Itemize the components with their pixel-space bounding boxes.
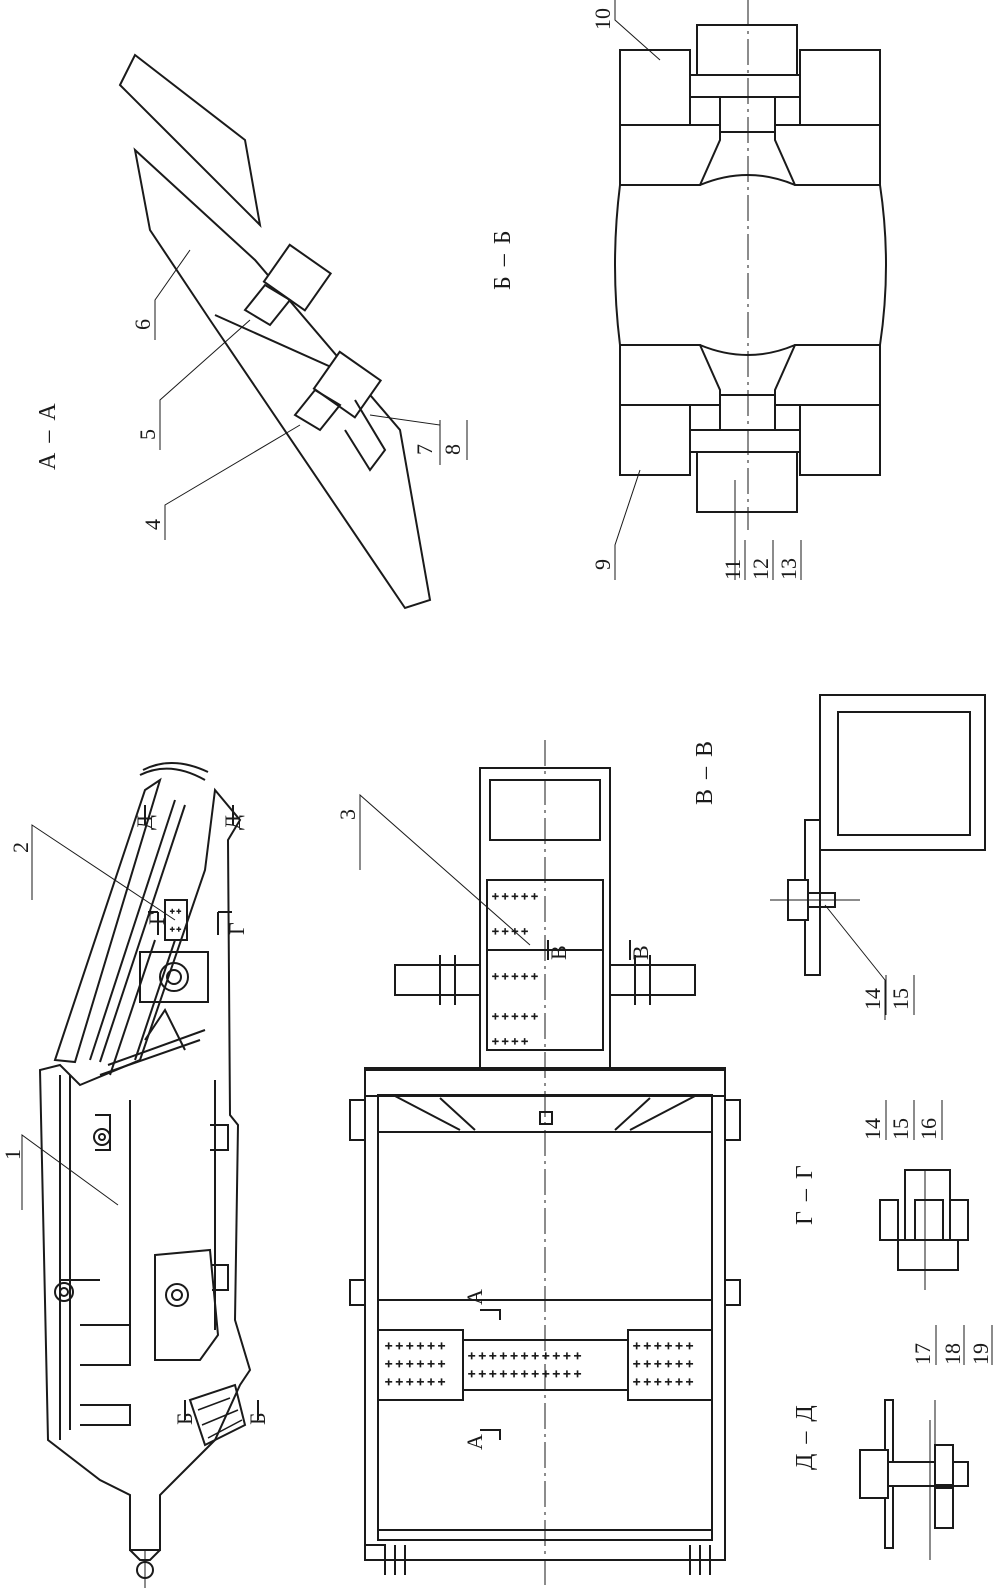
callout-13: 13 bbox=[776, 558, 801, 580]
svg-text:+ + + +: + + + + bbox=[492, 1034, 528, 1048]
svg-text:+ +: + + bbox=[170, 907, 182, 916]
callout-3-leader bbox=[359, 793, 531, 946]
svg-text:+ + + + + + + + + + +: + + + + + + + + + + + bbox=[468, 1348, 581, 1363]
callout-10: 10 bbox=[590, 8, 615, 30]
svg-text:+ + + + + +: + + + + + + bbox=[385, 1338, 445, 1353]
svg-text:+ + + +: + + + + bbox=[492, 924, 528, 938]
callout-5: 5 bbox=[135, 429, 160, 440]
marker-v-left: В bbox=[546, 945, 571, 960]
callout-15-b: 15 bbox=[888, 1118, 913, 1140]
callout-8: 8 bbox=[440, 444, 465, 455]
svg-text:+ + + + + +: + + + + + + bbox=[633, 1338, 693, 1353]
callout-2: 2 bbox=[8, 842, 33, 853]
marker-g-bottom: Г bbox=[224, 922, 249, 935]
svg-text:+ + + + +: + + + + + bbox=[492, 969, 538, 983]
marker-d-top: Д bbox=[132, 815, 157, 830]
marker-g-top: Г bbox=[144, 912, 169, 925]
callout-underlines bbox=[439, 420, 993, 1365]
svg-text:+ + + + + +: + + + + + + bbox=[385, 1356, 445, 1371]
callout-18: 18 bbox=[940, 1343, 965, 1365]
section-bb-drawing bbox=[614, 0, 887, 530]
section-vv-drawing bbox=[770, 694, 986, 976]
callout-15-a: 15 bbox=[888, 988, 913, 1010]
section-gg-drawing bbox=[879, 1169, 969, 1290]
callout-6: 6 bbox=[130, 319, 155, 330]
marker-b-bottom: Б bbox=[245, 1412, 270, 1425]
marker-d-bottom: Д bbox=[220, 815, 245, 830]
svg-text:+ + + + + + + + + + +: + + + + + + + + + + + bbox=[468, 1366, 581, 1381]
callout-7: 7 bbox=[412, 444, 437, 455]
marker-a-arrow-top bbox=[480, 1309, 501, 1320]
section-gg-title: Г – Г bbox=[792, 1163, 818, 1225]
marker-a-top: А bbox=[462, 1289, 487, 1305]
callout-9: 9 bbox=[590, 559, 615, 570]
callout-3: 3 bbox=[335, 809, 360, 820]
callout-16: 16 bbox=[916, 1118, 941, 1140]
svg-text:+ + + + +: + + + + + bbox=[492, 1009, 538, 1023]
callout-12: 12 bbox=[748, 558, 773, 580]
svg-text:+ +: + + bbox=[170, 925, 182, 934]
callout-17: 17 bbox=[910, 1343, 935, 1365]
callout-11: 11 bbox=[720, 559, 745, 580]
callout-1-leader bbox=[21, 1134, 119, 1210]
marker-a-arrow-bottom bbox=[480, 1429, 501, 1440]
svg-text:+ + + + + +: + + + + + + bbox=[385, 1374, 445, 1389]
callout-14-b: 14 bbox=[860, 1118, 885, 1140]
side-view: + + + + bbox=[38, 761, 259, 1588]
marker-a-bottom: А bbox=[462, 1434, 487, 1450]
section-aa-title: А – А bbox=[35, 401, 61, 470]
callout-19: 19 bbox=[968, 1343, 993, 1365]
section-dd-drawing bbox=[859, 1399, 969, 1560]
section-dd-title: Д – Д bbox=[792, 1403, 818, 1470]
callout-2-leader bbox=[31, 824, 176, 921]
svg-text:+ + + + +: + + + + + bbox=[492, 889, 538, 903]
svg-text:+ + + + + +: + + + + + + bbox=[633, 1374, 693, 1389]
marker-v-right: В bbox=[628, 945, 653, 960]
section-bb-title: Б – Б bbox=[490, 228, 516, 290]
section-vv-title: В – В bbox=[692, 739, 718, 805]
callout-9-13-leaders bbox=[614, 0, 736, 580]
svg-text:+ + + + + +: + + + + + + bbox=[633, 1356, 693, 1371]
section-aa-drawing bbox=[118, 53, 432, 610]
plan-view: + + + + + + + + + + + + + + + + + + + + … bbox=[349, 740, 741, 1588]
callout-14-15-a-leader bbox=[824, 904, 886, 1020]
callout-4: 4 bbox=[140, 519, 165, 530]
marker-b-top: Б bbox=[172, 1412, 197, 1425]
callout-1: 1 bbox=[0, 1149, 25, 1160]
callout-14-a: 14 bbox=[860, 988, 885, 1010]
